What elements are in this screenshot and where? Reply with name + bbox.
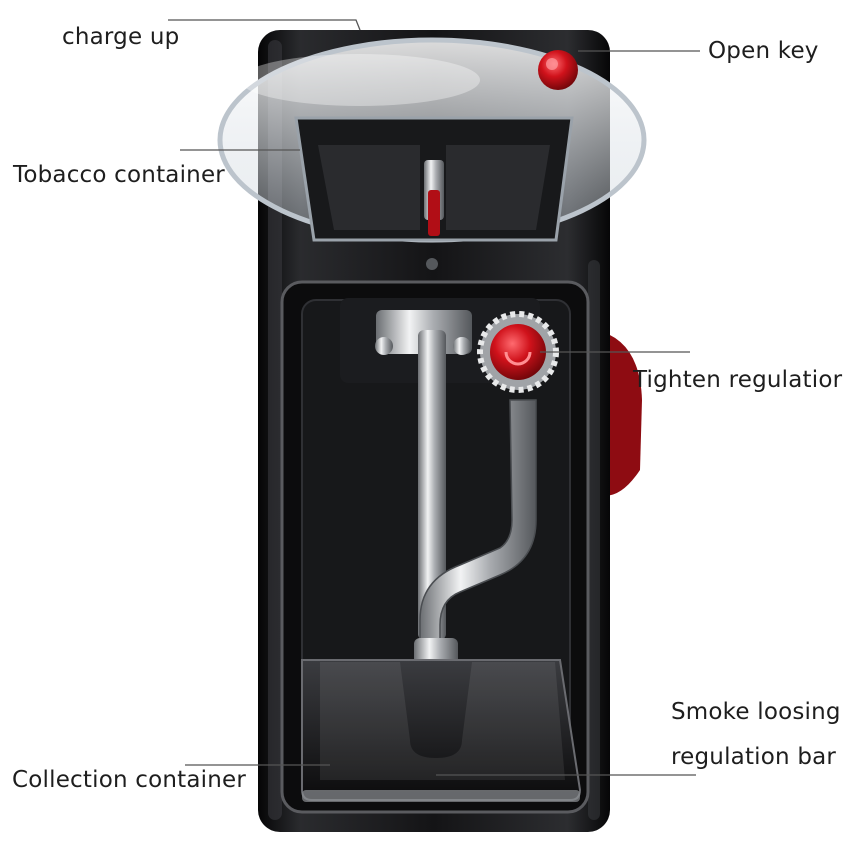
collection-tray-lip [302, 790, 580, 802]
chrome-shaft [418, 330, 446, 640]
label-open-key: Open key [708, 38, 819, 64]
label-tobacco-container: Tobacco container [13, 162, 225, 188]
hopper-screw [426, 258, 438, 270]
collection-tray-glass [320, 662, 565, 780]
label-collection-container: Collection container [12, 767, 247, 793]
open-key-button[interactable] [538, 50, 578, 90]
screw-left [375, 337, 393, 355]
label-charge-up: charge up [62, 24, 180, 50]
label-tighten-regulation: Tighten regulatior [633, 367, 843, 393]
leader-charge-up [168, 19, 361, 31]
screw-right [453, 337, 471, 355]
hopper-funnel-left [318, 145, 420, 230]
hopper-rim-shine [240, 54, 480, 106]
body-highlight [268, 40, 282, 820]
hopper-red-rod [428, 190, 440, 236]
label-smoke-loosing-line2: regulation bar [671, 744, 837, 770]
leader-lines [168, 19, 700, 776]
hopper-funnel-right [446, 145, 550, 230]
label-smoke-loosing-line1: Smoke loosing [671, 699, 841, 725]
body-highlight-right [588, 260, 600, 820]
